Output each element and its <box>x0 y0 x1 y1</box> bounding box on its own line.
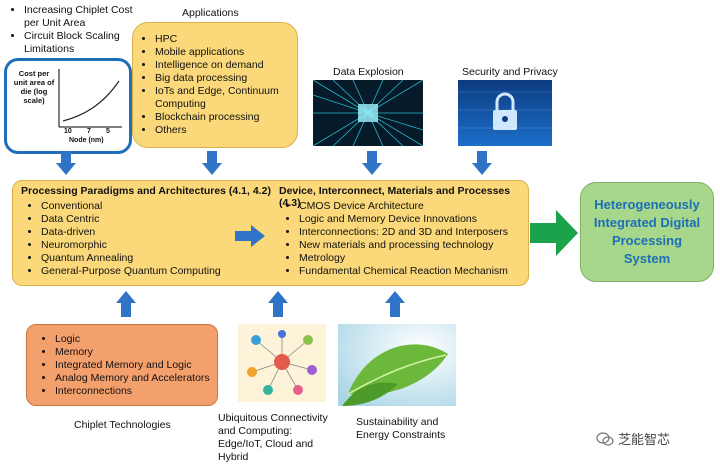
list-item: Circuit Block Scaling Limitations <box>24 30 142 56</box>
list-item: New materials and processing technology <box>299 239 508 252</box>
list-item: Analog Memory and Accelerators <box>55 372 217 385</box>
list-item: Logic <box>55 333 217 346</box>
connectivity-image <box>238 324 326 402</box>
list-item: Increasing Chiplet Cost per Unit Area <box>24 4 142 30</box>
main-box: Processing Paradigms and Architectures (… <box>12 180 529 286</box>
sustainability-caption: Sustainability and Energy Constraints <box>356 416 446 441</box>
arrow-up-connectivity <box>268 291 288 317</box>
list-item: Interconnections <box>55 385 217 398</box>
cost-graph-box: Cost per unit area of die (log scale) 10… <box>4 58 132 154</box>
arrow-right-inner <box>235 225 265 247</box>
result-box: Heterogeneously Integrated Digital Proce… <box>580 182 714 282</box>
chiplet-caption: Chiplet Technologies <box>74 419 171 431</box>
graph-xtick: 5 <box>106 128 110 135</box>
applications-title: Applications <box>182 7 239 19</box>
graph-xlabel: Node (nm) <box>69 137 104 144</box>
list-item: Conventional <box>41 200 221 213</box>
list-item: Metrology <box>299 252 508 265</box>
list-item: Data Centric <box>41 213 221 226</box>
list-item: Intelligence on demand <box>155 59 297 72</box>
watermark-text: 芝能智芯 <box>618 432 671 447</box>
list-item: Others <box>155 124 297 137</box>
list-item: Blockchain processing <box>155 111 297 124</box>
arrow-down-applications <box>202 151 222 175</box>
arrow-up-sustainability <box>385 291 405 317</box>
arrow-down-data-explosion <box>362 151 382 175</box>
list-item: Big data processing <box>155 72 297 85</box>
list-item: Data-driven <box>41 226 221 239</box>
list-item: Integrated Memory and Logic <box>55 359 217 372</box>
arrow-right-green <box>530 210 578 256</box>
chat-bubble-icon <box>596 431 614 446</box>
list-item: HPC <box>155 33 297 46</box>
arrow-up-chiplet <box>116 291 136 317</box>
list-item: IoTs and Edge, Continuum Computing <box>155 85 297 111</box>
list-item: Logic and Memory Device Innovations <box>299 213 508 226</box>
chiplet-box: Logic Memory Integrated Memory and Logic… <box>26 324 218 406</box>
list-item: Memory <box>55 346 217 359</box>
arrow-down-security <box>472 151 492 175</box>
applications-box: HPC Mobile applications Intelligence on … <box>132 22 298 148</box>
cost-curve-graph <box>58 69 122 128</box>
devices-title: Device, Interconnect, Materials and Proc… <box>279 185 511 209</box>
paradigms-title: Processing Paradigms and Architectures (… <box>21 185 271 197</box>
watermark: 芝能智芯 <box>596 429 670 448</box>
arrow-down-graph <box>56 151 76 175</box>
list-item: Interconnections: 2D and 3D and Interpos… <box>299 226 508 239</box>
list-item: Mobile applications <box>155 46 297 59</box>
list-item: CMOS Device Architecture <box>299 200 508 213</box>
list-item: General-Purpose Quantum Computing <box>41 265 221 278</box>
top-left-bullets: Increasing Chiplet Cost per Unit Area Ci… <box>12 4 142 56</box>
security-title: Security and Privacy <box>462 66 558 78</box>
graph-xtick: 10 <box>64 128 72 135</box>
data-explosion-image <box>313 80 423 146</box>
graph-ylabel: Cost per unit area of die (log scale) <box>13 69 55 105</box>
list-item: Quantum Annealing <box>41 252 221 265</box>
sustainability-image <box>338 324 456 406</box>
result-title: Heterogeneously Integrated Digital Proce… <box>593 197 701 266</box>
list-item: Neuromorphic <box>41 239 221 252</box>
security-image <box>458 80 552 146</box>
list-item: Fundamental Chemical Reaction Mechanism <box>299 265 508 278</box>
connectivity-caption: Ubiquitous Connectivity and Computing: E… <box>218 412 328 463</box>
graph-xtick: 7 <box>87 128 91 135</box>
data-explosion-title: Data Explosion <box>333 66 404 78</box>
